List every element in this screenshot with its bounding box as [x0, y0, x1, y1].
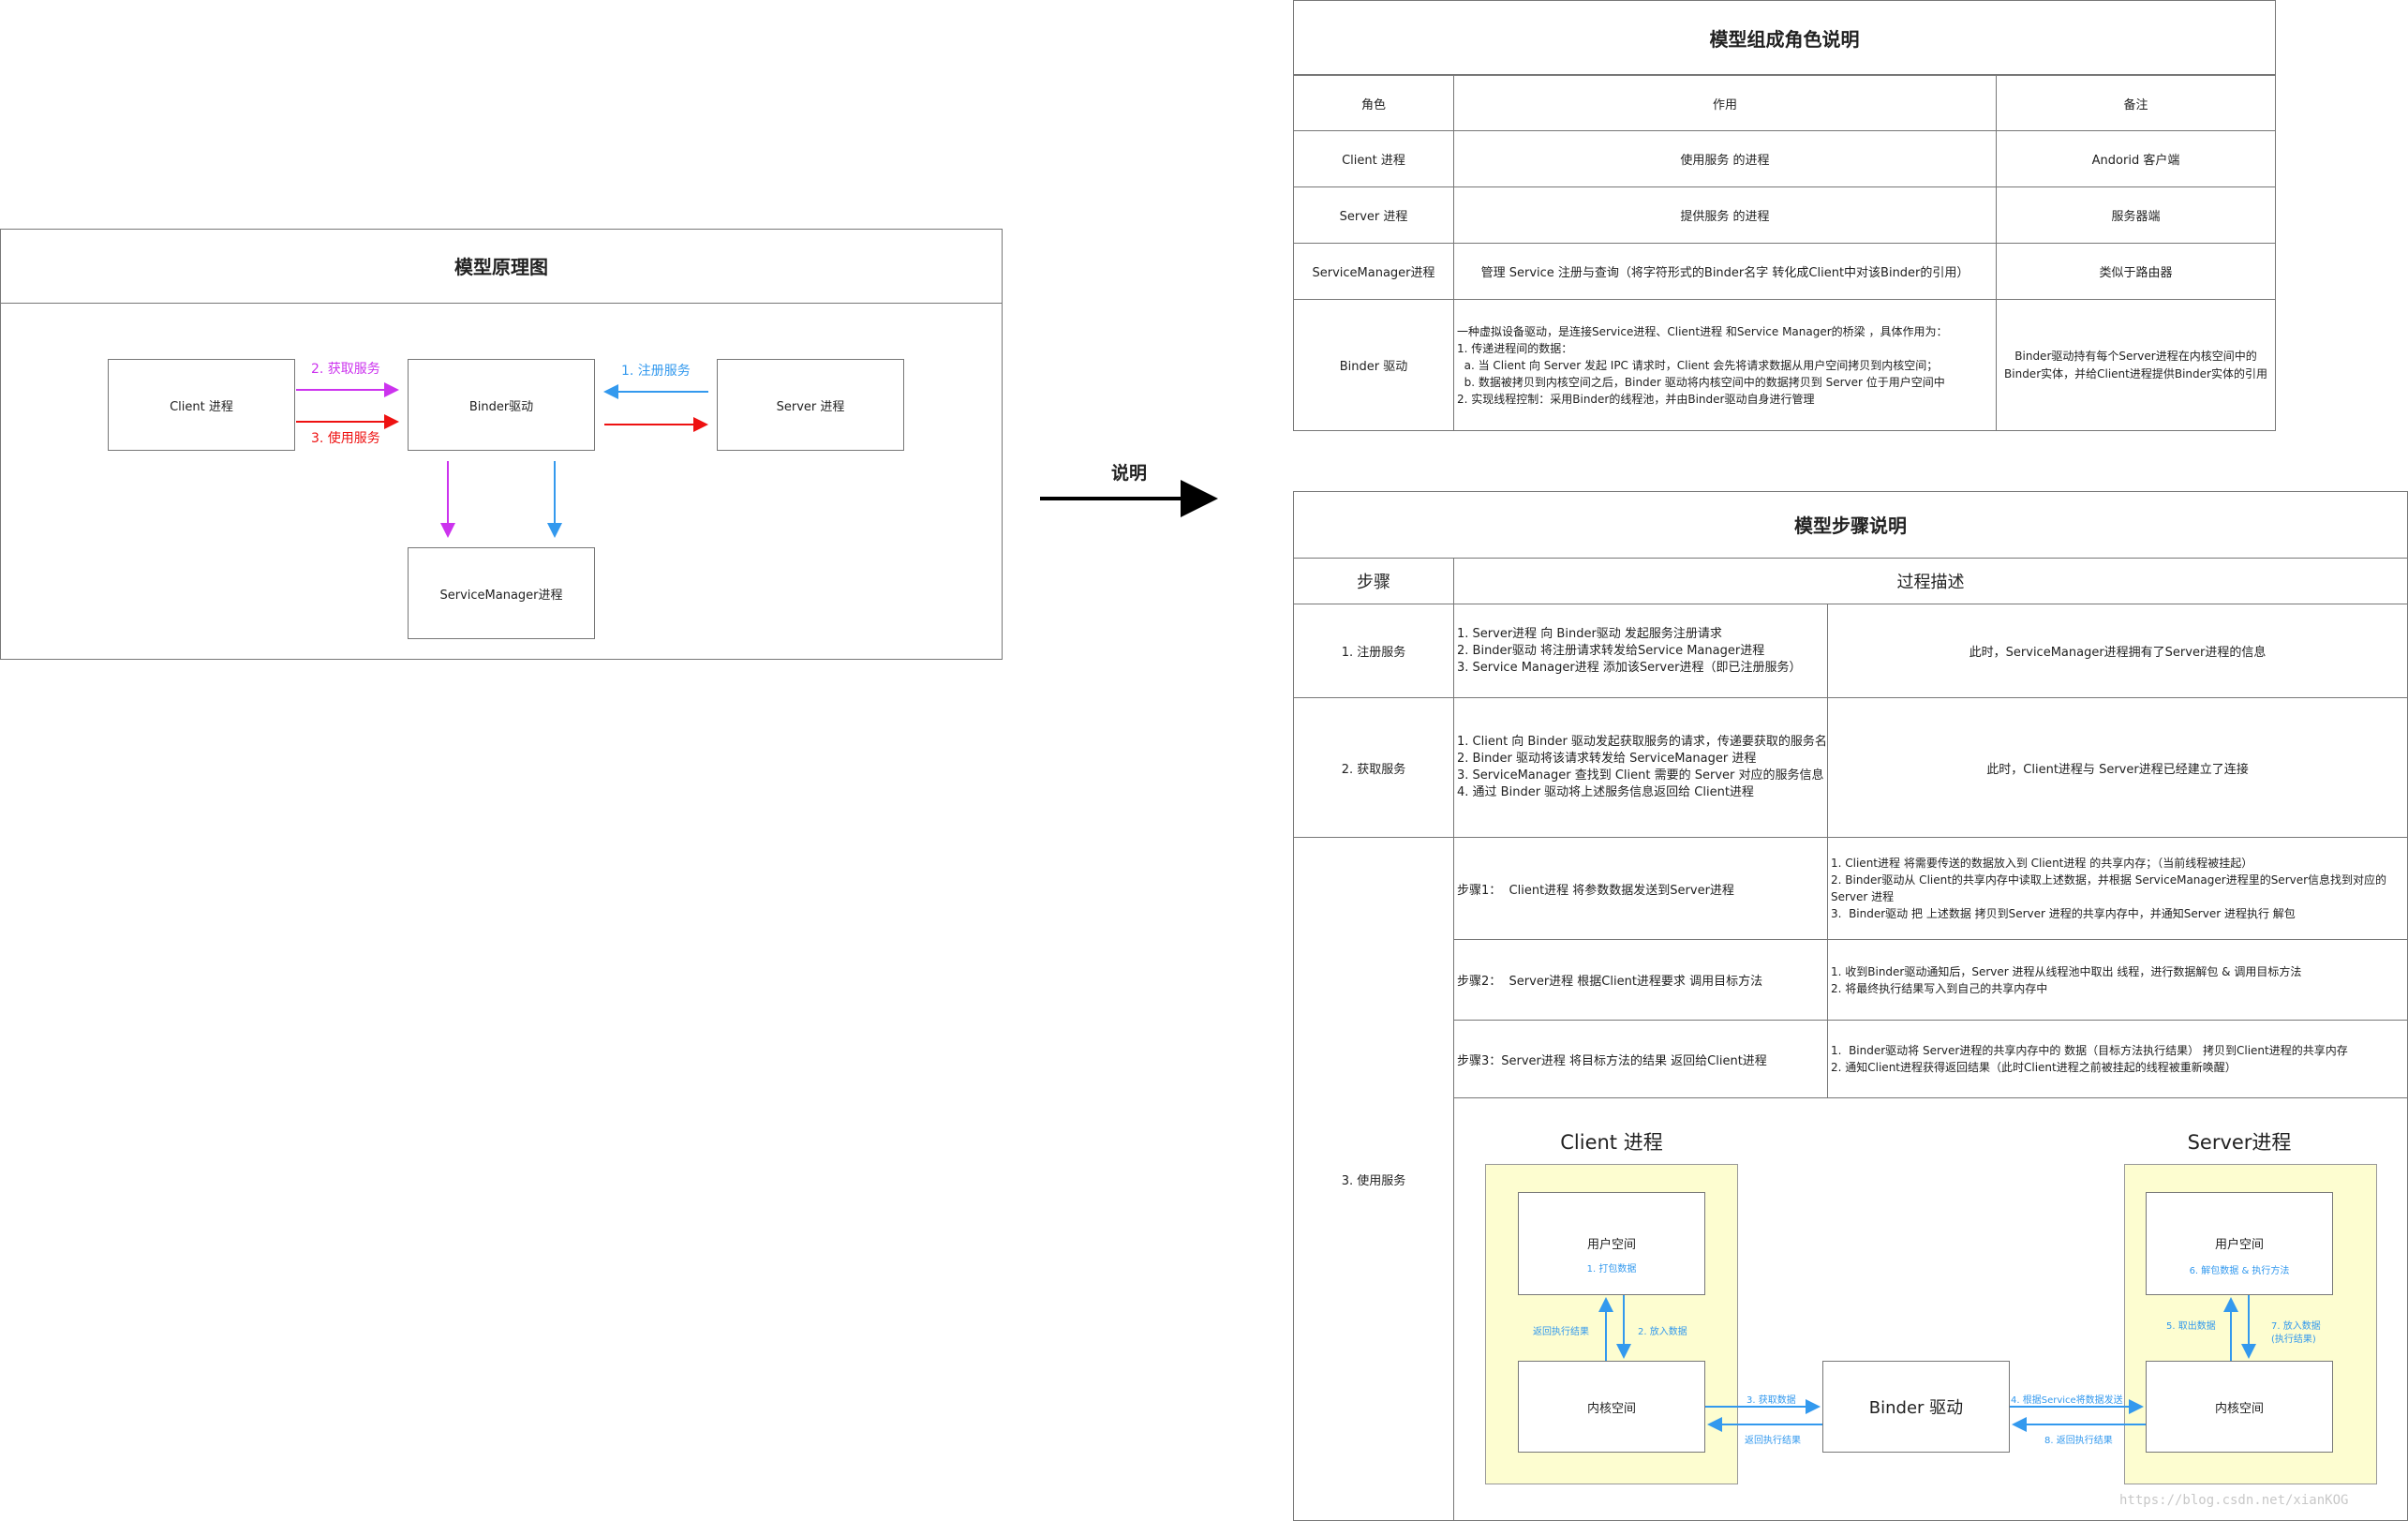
use1-line: 3. Binder驱动 把 上述数据 拷贝到Server 进程的共享内存中，并通…	[1831, 907, 2296, 920]
register-line: 1. Server进程 向 Binder驱动 发起服务注册请求	[1457, 626, 1722, 641]
use-substep-1-label: 步骤1： Client进程 将参数数据发送到Server进程	[1453, 837, 1828, 940]
get-line: 3. ServiceManager 查找到 Client 需要的 Server …	[1457, 768, 1824, 783]
use-substep-2-label: 步骤2： Server进程 根据Client进程要求 调用目标方法	[1453, 939, 1828, 1021]
role-client: Client 进程	[1293, 130, 1454, 187]
sub-server-user-note: 6. 解包数据 & 执行方法	[2189, 1266, 2290, 1276]
sub-return-result-bottom: 返回执行结果	[1745, 1436, 1801, 1446]
binder-function-line: a. 当 Client 向 Server 发起 IPC 请求时，Client 会…	[1457, 358, 1939, 372]
role-client-function: 使用服务 的进程	[1453, 130, 1997, 187]
use2-line: 1. 收到Binder驱动通知后，Server 进程从线程池中取出 线程，进行数…	[1831, 964, 2302, 978]
step-get: 2. 获取服务	[1293, 697, 1454, 838]
sub-return-result-left: 返回执行结果	[1533, 1327, 1589, 1337]
explanation-label: 说明	[1110, 462, 1147, 484]
client-process-node: Client 进程	[108, 359, 295, 451]
get-line: 1. Client 向 Binder 驱动发起获取服务的请求，传递要获取的服务名…	[1457, 735, 1839, 749]
step-use: 3. 使用服务	[1293, 837, 1454, 1521]
register-service-label: 1. 注册服务	[621, 364, 691, 379]
roles-header-note: 备注	[1996, 75, 2276, 131]
role-binder-function: 一种虚拟设备驱动，是连接Service进程、Client进程 和Service …	[1453, 299, 1997, 431]
watermark: https://blog.csdn.net/xianKOG	[2119, 1493, 2349, 1508]
role-server-note: 服务器端	[1996, 186, 2276, 244]
use-substep-3-lines: 1. Binder驱动将 Server进程的共享内存中的 数据（目标方法执行结果…	[1827, 1020, 2408, 1098]
get-service-label: 2. 获取服务	[311, 362, 380, 377]
sub-send-by-sm: 4. 根据Service将数据发送	[2011, 1395, 2123, 1406]
server-process-node: Server 进程	[717, 359, 904, 451]
steps-header-step: 步骤	[1293, 558, 1454, 604]
use3-line: 1. Binder驱动将 Server进程的共享内存中的 数据（目标方法执行结果…	[1831, 1044, 2348, 1057]
use-substep-2-lines: 1. 收到Binder驱动通知后，Server 进程从线程池中取出 线程，进行数…	[1827, 939, 2408, 1021]
service-manager-node: ServiceManager进程	[408, 547, 595, 639]
sub-client-title: Client 进程	[1560, 1131, 1663, 1154]
sub-server-user-space-label: 用户空间	[2214, 1237, 2264, 1252]
register-line: 2. Binder驱动 将注册请求转发给Service Manager进程	[1457, 643, 1765, 658]
sub-binder-driver: Binder 驱动	[1822, 1361, 2010, 1453]
role-binder: Binder 驱动	[1293, 299, 1454, 431]
role-service-manager: ServiceManager进程	[1293, 243, 1454, 300]
use3-line: 2. 通知Client进程获得返回结果（此时Client进程之前被挂起的线程被重…	[1831, 1061, 2237, 1074]
binder-driver-node: Binder驱动	[408, 359, 595, 451]
binder-function-line: 一种虚拟设备驱动，是连接Service进程、Client进程 和Service …	[1457, 324, 1948, 338]
role-client-note: Andorid 客户端	[1996, 130, 2276, 187]
roles-header-role: 角色	[1293, 75, 1454, 131]
binder-function-line: 2. 实现线程控制：采用Binder的线程池，并由Binder驱动自身进行管理	[1457, 392, 1815, 406]
binder-note-line: Binder实体，并给Client进程提供Binder实体的引用	[2004, 366, 2267, 380]
steps-table-title: 模型步骤说明	[1293, 491, 2408, 559]
use2-line: 2. 将最终执行结果写入到自己的共享内存中	[1831, 981, 2048, 995]
role-service-manager-function: 管理 Service 注册与查询（将字符形式的Binder名字 转化成Clien…	[1453, 243, 1997, 300]
sub-get-data: 3. 获取数据	[1747, 1395, 1796, 1406]
sub-put-result-1: 7. 放入数据	[2271, 1321, 2321, 1332]
step-register-lines: 1. Server进程 向 Binder驱动 发起服务注册请求 2. Binde…	[1453, 604, 1828, 698]
sub-server-user-space	[2146, 1192, 2333, 1295]
sub-fetch-data: 5. 取出数据	[2166, 1321, 2216, 1332]
sub-client-user-space-label: 用户空间	[1586, 1237, 1636, 1252]
use-service-label: 3. 使用服务	[311, 431, 380, 446]
binder-function-line: 1. 传递进程间的数据：	[1457, 341, 1573, 355]
steps-header-description: 过程描述	[1453, 558, 2408, 604]
sub-put-result-2: (执行结果)	[2271, 1335, 2316, 1345]
step-get-lines: 1. Client 向 Binder 驱动发起获取服务的请求，传递要获取的服务名…	[1453, 697, 1839, 838]
sub-put-data: 2. 放入数据	[1638, 1327, 1687, 1337]
use-substep-1-lines: 1. Client进程 将需要传送的数据放入到 Client进程 的共享内存；（…	[1827, 837, 2408, 940]
use1-line: 1. Client进程 将需要传送的数据放入到 Client进程 的共享内存；（…	[1831, 857, 2253, 870]
principle-diagram-title: 模型原理图	[0, 229, 1003, 304]
binder-note-line: Binder驱动持有每个Server进程在内核空间中的	[2014, 349, 2257, 363]
sub-client-user-note: 1. 打包数据	[1586, 1264, 1637, 1275]
use1-line: 2. Binder驱动从 Client的共享内存中读取上述数据，并根据 Serv…	[1831, 873, 2387, 887]
register-line: 3. Service Manager进程 添加该Server进程（即已注册服务）	[1457, 660, 1802, 675]
sub-client-user-space	[1518, 1192, 1705, 1295]
get-line: 2. Binder 驱动将该请求转发给 ServiceManager 进程	[1457, 752, 1757, 766]
sub-server-title: Server进程	[2187, 1131, 2292, 1154]
sub-return-result-8: 8. 返回执行结果	[2044, 1436, 2113, 1446]
roles-header-function: 作用	[1453, 75, 1997, 131]
sub-server-kernel-space: 内核空间	[2146, 1361, 2333, 1453]
step-register-result: 此时，ServiceManager进程拥有了Server进程的信息	[1827, 604, 2408, 698]
sub-client-kernel-space: 内核空间	[1518, 1361, 1705, 1453]
role-binder-note: Binder驱动持有每个Server进程在内核空间中的 Binder实体，并给C…	[1996, 299, 2276, 431]
role-service-manager-note: 类似于路由器	[1996, 243, 2276, 300]
binder-function-line: b. 数据被拷贝到内核空间之后，Binder 驱动将内核空间中的数据拷贝到 Se…	[1457, 375, 1945, 389]
roles-table-title: 模型组成角色说明	[1293, 0, 2276, 75]
role-server-function: 提供服务 的进程	[1453, 186, 1997, 244]
step-register: 1. 注册服务	[1293, 604, 1454, 698]
step-get-result: 此时，Client进程与 Server进程已经建立了连接	[1827, 697, 2408, 838]
use-substep-3-label: 步骤3：Server进程 将目标方法的结果 返回给Client进程	[1453, 1020, 1828, 1098]
role-server: Server 进程	[1293, 186, 1454, 244]
principle-diagram-arrows	[296, 382, 1218, 538]
get-line: 4. 通过 Binder 驱动将上述服务信息返回给 Client进程	[1457, 785, 1754, 799]
use1-line: Server 进程	[1831, 890, 1895, 903]
